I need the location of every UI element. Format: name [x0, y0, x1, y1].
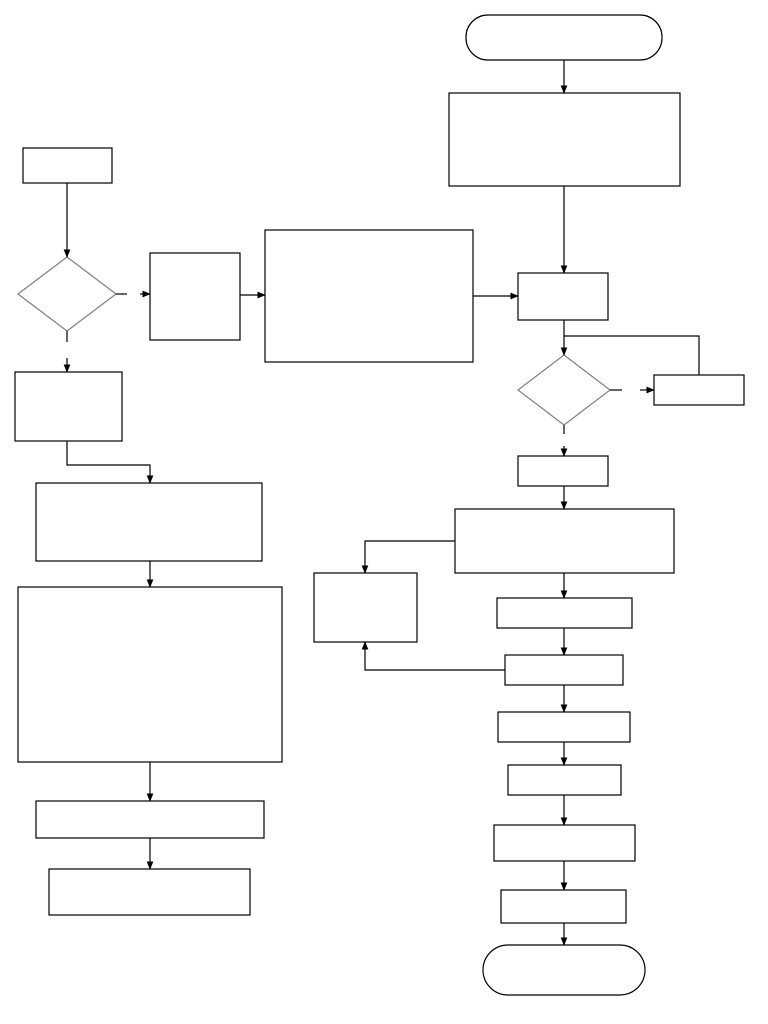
node-process-1: [448, 92, 681, 187]
node-process-r3: [517, 455, 609, 487]
connector-r4-sideleft: [361, 540, 455, 574]
node-process-r6: [504, 654, 624, 686]
node-process-l6: [48, 868, 251, 916]
node-process-side-right: [653, 374, 745, 406]
node-process-r10: [500, 889, 627, 924]
node-process-mid-small: [149, 252, 241, 341]
node-process-mid-large: [264, 229, 474, 363]
node-process-l4: [17, 586, 283, 763]
node-process-l5: [35, 800, 265, 839]
node-process-l2: [14, 371, 123, 442]
node-process-r8: [507, 764, 622, 796]
connector-l2-l3: [66, 441, 154, 484]
node-process-merge: [517, 272, 609, 321]
node-end: [482, 944, 646, 996]
connector-r6-sideleft: [361, 641, 505, 671]
node-process-r9: [493, 824, 636, 862]
node-process-side-left: [313, 572, 418, 643]
node-process-r7: [497, 711, 631, 743]
node-start: [465, 14, 663, 61]
connector-side-loop: [564, 335, 700, 375]
node-process-l1: [22, 147, 113, 184]
node-process-r5: [496, 597, 633, 629]
node-decision-right: [517, 354, 611, 426]
node-process-r4: [454, 508, 675, 574]
node-process-l3: [35, 482, 263, 562]
node-decision-left: [17, 256, 117, 332]
